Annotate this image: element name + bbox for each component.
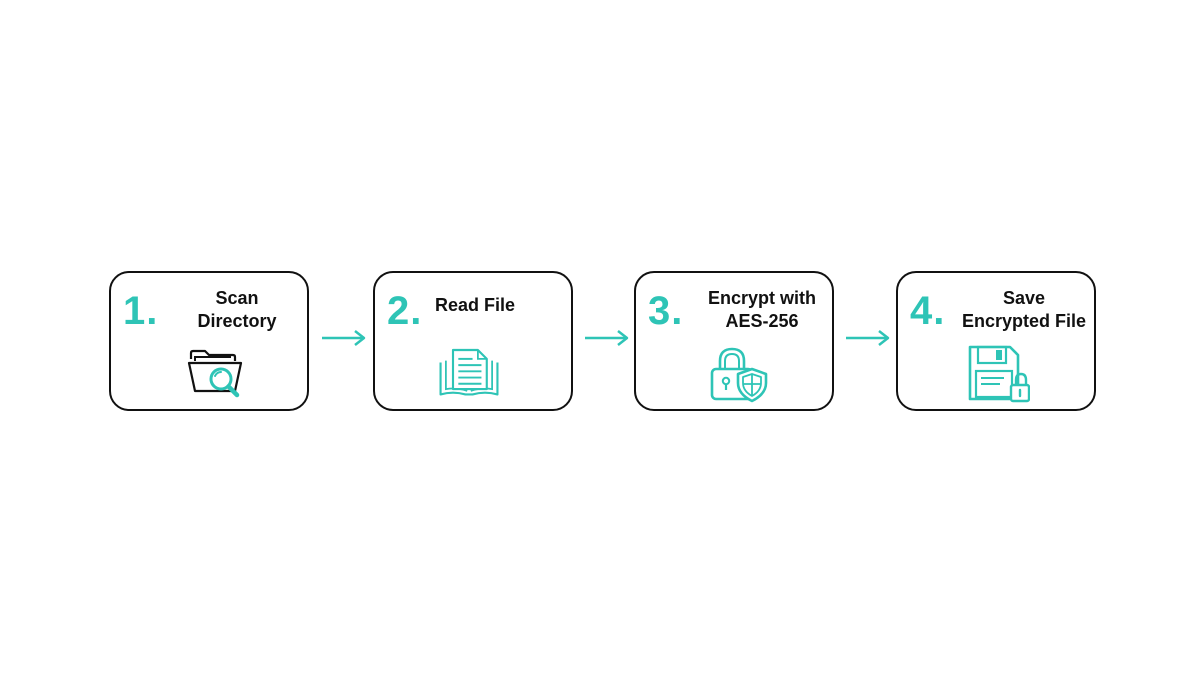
step-scan-directory: 1. Scan Directory bbox=[109, 271, 309, 411]
step-save-encrypted-file: 4. Save Encrypted File bbox=[896, 271, 1096, 411]
arrow-right-icon bbox=[846, 330, 890, 346]
step-number: 1. bbox=[123, 289, 159, 333]
arrow-right-icon bbox=[322, 330, 366, 346]
step-number: 3. bbox=[648, 289, 684, 333]
arrow-right-icon bbox=[585, 330, 629, 346]
document-icon bbox=[439, 348, 499, 396]
step-number: 4. bbox=[910, 289, 946, 333]
step-number: 2. bbox=[387, 289, 423, 333]
step-label: Save Encrypted File bbox=[961, 288, 1087, 331]
step-read-file: 2. Read File bbox=[373, 271, 573, 411]
step-label: Scan Directory bbox=[197, 288, 277, 331]
step-label: Encrypt with AES-256 bbox=[707, 288, 816, 331]
step-label: Read File bbox=[435, 295, 516, 315]
step-encrypt: 3. Encrypt with AES-256 bbox=[634, 271, 834, 411]
lock-shield-icon bbox=[710, 347, 768, 403]
floppy-lock-icon bbox=[968, 345, 1030, 403]
folder-search-icon bbox=[187, 349, 243, 398]
